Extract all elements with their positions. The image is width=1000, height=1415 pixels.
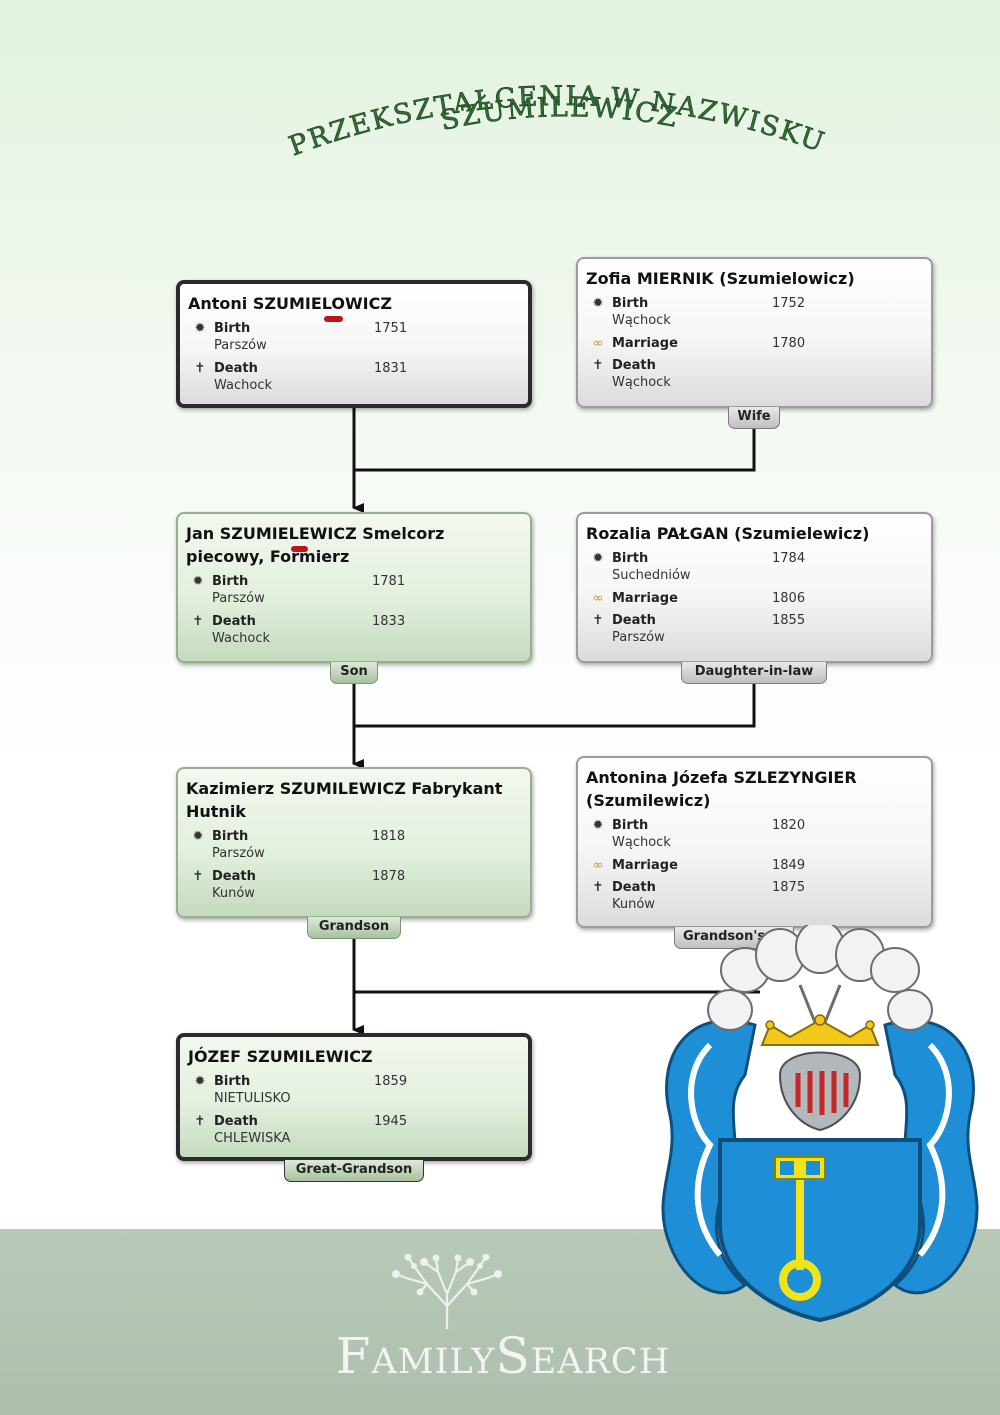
death-event: ✝ Death Wąchock <box>590 358 923 398</box>
birth-icon: ✹ <box>592 296 604 311</box>
person-card-zofia[interactable]: Zofia MIERNIK (Szumielowicz) ✹ Birth Wąc… <box>576 257 933 408</box>
birth-icon: ✹ <box>592 818 604 833</box>
relation-tag-daughter-in-law: Daughter-in-law <box>681 662 827 684</box>
birth-icon: ✹ <box>192 574 204 589</box>
marriage-event: ∞ Marriage 1780 <box>590 336 923 358</box>
person-name: Antoni SZUMIELOWICZ <box>188 294 392 313</box>
birth-event: ✹ Birth Parszów 1781 <box>190 574 522 614</box>
title-graphic: PRZEKSZTAŁCENIA W NAZWISKU SZUMILEWICZ <box>285 81 828 163</box>
birth-event: ✹ Birth NIETULISKO 1859 <box>192 1074 520 1114</box>
family-tree-logo-icon <box>392 1254 502 1329</box>
birth-event: ✹ Birth Wąchock 1752 <box>590 296 923 336</box>
person-card-rozalia[interactable]: Rozalia PAŁGAN (Szumielewicz) ✹ Birth Su… <box>576 512 933 663</box>
person-name: Jan SZUMIELEWICZ Smelcorz piecowy, Formi… <box>186 524 445 566</box>
cross-icon: ✝ <box>194 1114 206 1129</box>
birth-event: ✹ Birth Parszów 1751 <box>192 321 520 361</box>
birth-icon: ✹ <box>192 829 204 844</box>
cross-icon: ✝ <box>592 613 604 628</box>
familysearch-wordmark: FamilySearch <box>335 1327 671 1385</box>
cross-icon: ✝ <box>592 880 604 895</box>
person-card-antoni[interactable]: Antoni SZUMIELOWICZ ✹ Birth Parszów 1751… <box>176 280 532 408</box>
coat-of-arms-icon <box>661 925 979 1323</box>
birth-event: ✹ Birth Suchedniów 1784 <box>590 551 923 591</box>
birth-icon: ✹ <box>194 1074 206 1089</box>
rings-icon: ∞ <box>592 591 604 606</box>
death-event: ✝ Death CHLEWISKA 1945 <box>192 1114 520 1154</box>
birth-event: ✹ Birth Wąchock 1820 <box>590 818 923 858</box>
birth-icon: ✹ <box>194 321 206 336</box>
person-card-jan[interactable]: Jan SZUMIELEWICZ Smelcorz piecowy, Formi… <box>176 512 532 663</box>
death-event: ✝ Death Wachock 1833 <box>190 614 522 654</box>
cross-icon: ✝ <box>192 614 204 629</box>
tree-connectors <box>352 407 760 1035</box>
person-card-jozef[interactable]: JÓZEF SZUMILEWICZ ✹ Birth NIETULISKO 185… <box>176 1033 532 1161</box>
death-event: ✝ Death Kunów 1875 <box>590 880 923 920</box>
connector-rozalia <box>354 684 756 728</box>
person-card-kazimierz[interactable]: Kazimierz SZUMILEWICZ Fabrykant Hutnik ✹… <box>176 767 532 918</box>
connector-zofia <box>354 428 756 472</box>
marriage-event: ∞ Marriage 1849 <box>590 858 923 880</box>
rings-icon: ∞ <box>592 336 604 351</box>
death-event: ✝ Death Wachock 1831 <box>192 361 520 401</box>
death-event: ✝ Death Kunów 1878 <box>190 869 522 909</box>
relation-tag-wife: Wife <box>728 407 780 429</box>
marriage-event: ∞ Marriage 1806 <box>590 591 923 613</box>
person-name: JÓZEF SZUMILEWICZ <box>188 1047 373 1066</box>
relation-tag-great-grandson: Great-Grandson <box>284 1160 424 1182</box>
cross-icon: ✝ <box>592 358 604 373</box>
birth-event: ✹ Birth Parszów 1818 <box>190 829 522 869</box>
person-name: Antonina Józefa SZLEZYNGIER (Szumilewicz… <box>586 768 857 810</box>
person-card-antonina[interactable]: Antonina Józefa SZLEZYNGIER (Szumilewicz… <box>576 756 933 928</box>
cross-icon: ✝ <box>194 361 206 376</box>
person-name: Kazimierz SZUMILEWICZ Fabrykant Hutnik <box>186 779 503 821</box>
death-event: ✝ Death Parszów 1855 <box>590 613 923 653</box>
rings-icon: ∞ <box>592 858 604 873</box>
person-name: Zofia MIERNIK (Szumielowicz) <box>586 269 855 288</box>
relation-tag-son: Son <box>330 662 378 684</box>
person-name: Rozalia PAŁGAN (Szumielewicz) <box>586 524 870 543</box>
relation-tag-grandson: Grandson <box>307 917 401 939</box>
birth-icon: ✹ <box>592 551 604 566</box>
cross-icon: ✝ <box>192 869 204 884</box>
